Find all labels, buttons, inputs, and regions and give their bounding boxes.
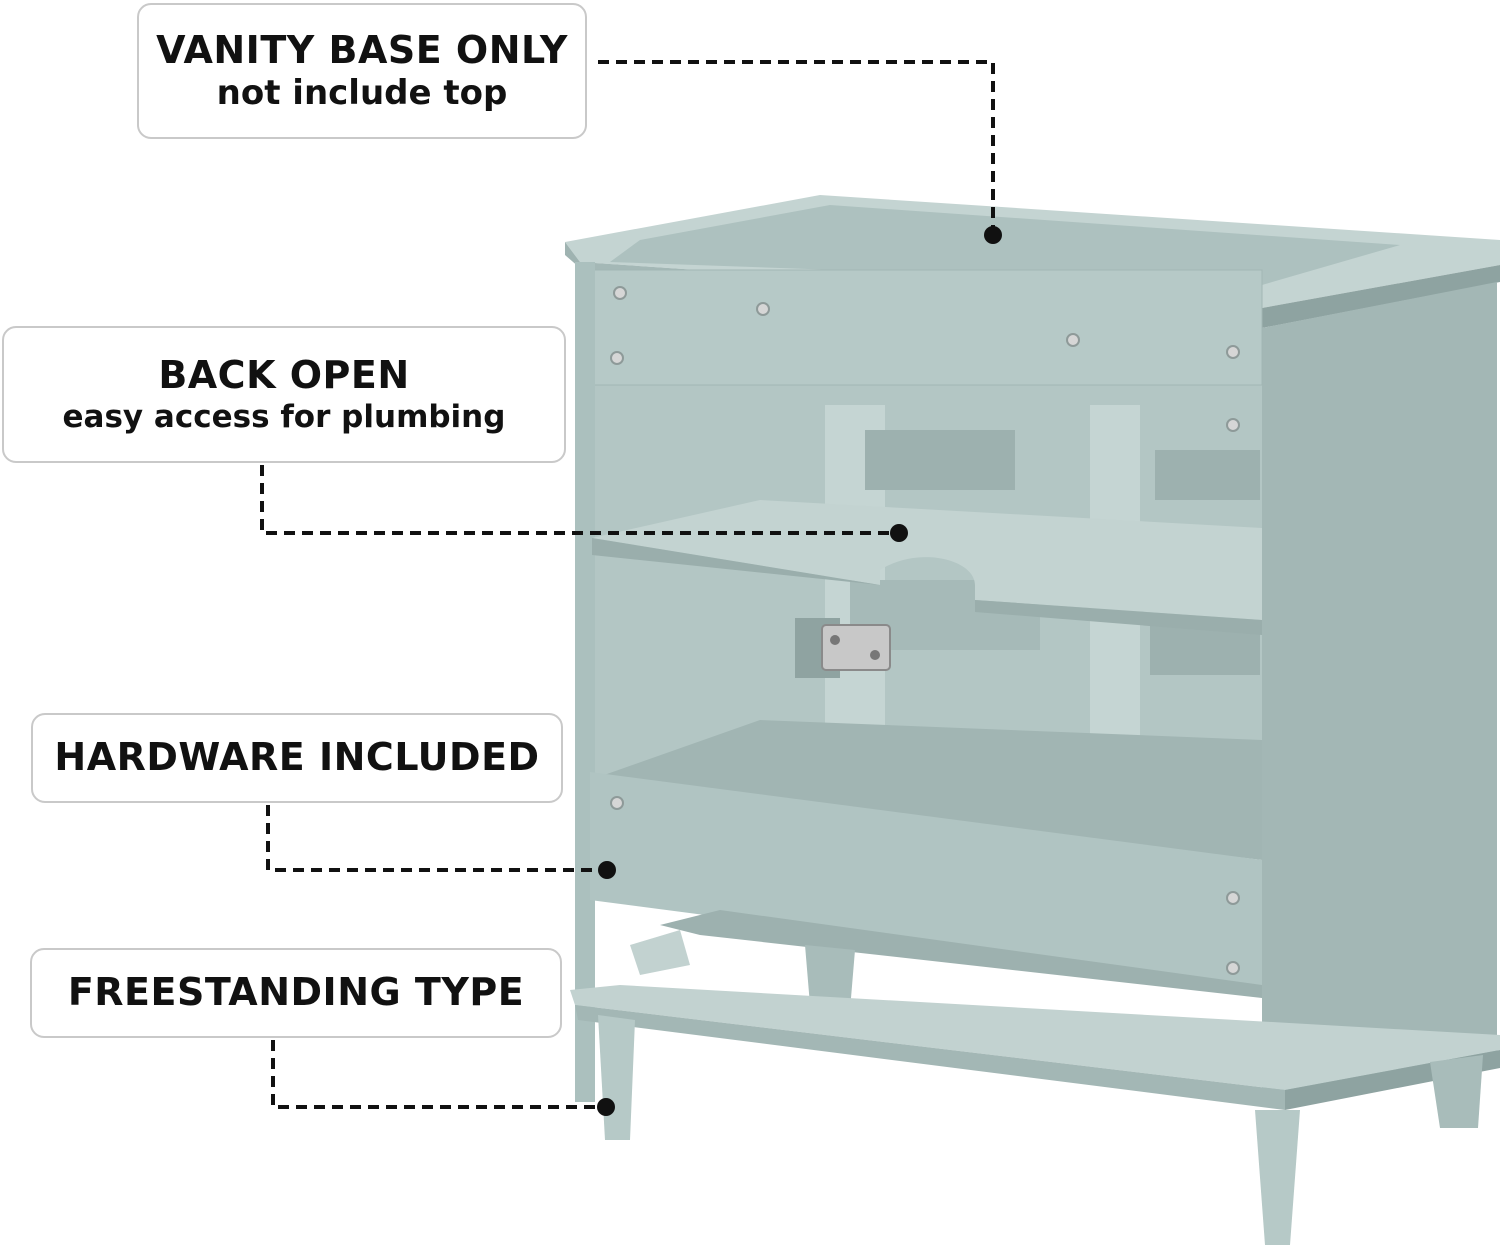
leader-line-top: [598, 60, 995, 232]
leader-line-freestanding: [271, 1040, 603, 1109]
screws: [610, 286, 1240, 975]
callout-back-open: BACK OPEN easy access for plumbing: [2, 326, 566, 463]
callout-back-subtitle: easy access for plumbing: [62, 398, 506, 435]
callout-hardware-title: HARDWARE INCLUDED: [54, 735, 540, 780]
callout-back-title: BACK OPEN: [158, 353, 410, 398]
callout-vanity-base-only: VANITY BASE ONLY not include top: [137, 3, 587, 139]
lower-rail: [590, 772, 1262, 988]
leader-line-hardware: [266, 805, 604, 872]
callout-freestanding-title: FREESTANDING TYPE: [67, 970, 525, 1015]
cabinet-base: [570, 910, 1500, 1245]
leader-dots: [597, 226, 1002, 1116]
callout-freestanding-type: FREESTANDING TYPE: [30, 948, 562, 1038]
hinge: [795, 618, 891, 678]
callout-top-title: VANITY BASE ONLY: [156, 27, 568, 72]
callout-hardware-included: HARDWARE INCLUDED: [31, 713, 563, 803]
left-stile: [575, 262, 595, 1102]
leader-lines: [260, 60, 995, 1109]
upper-rail: [589, 269, 1263, 386]
callout-top-subtitle: not include top: [216, 73, 508, 114]
leader-line-back: [260, 465, 897, 535]
cabinet-right-side: [1262, 282, 1497, 1104]
cabinet-shelf: [592, 500, 1262, 635]
